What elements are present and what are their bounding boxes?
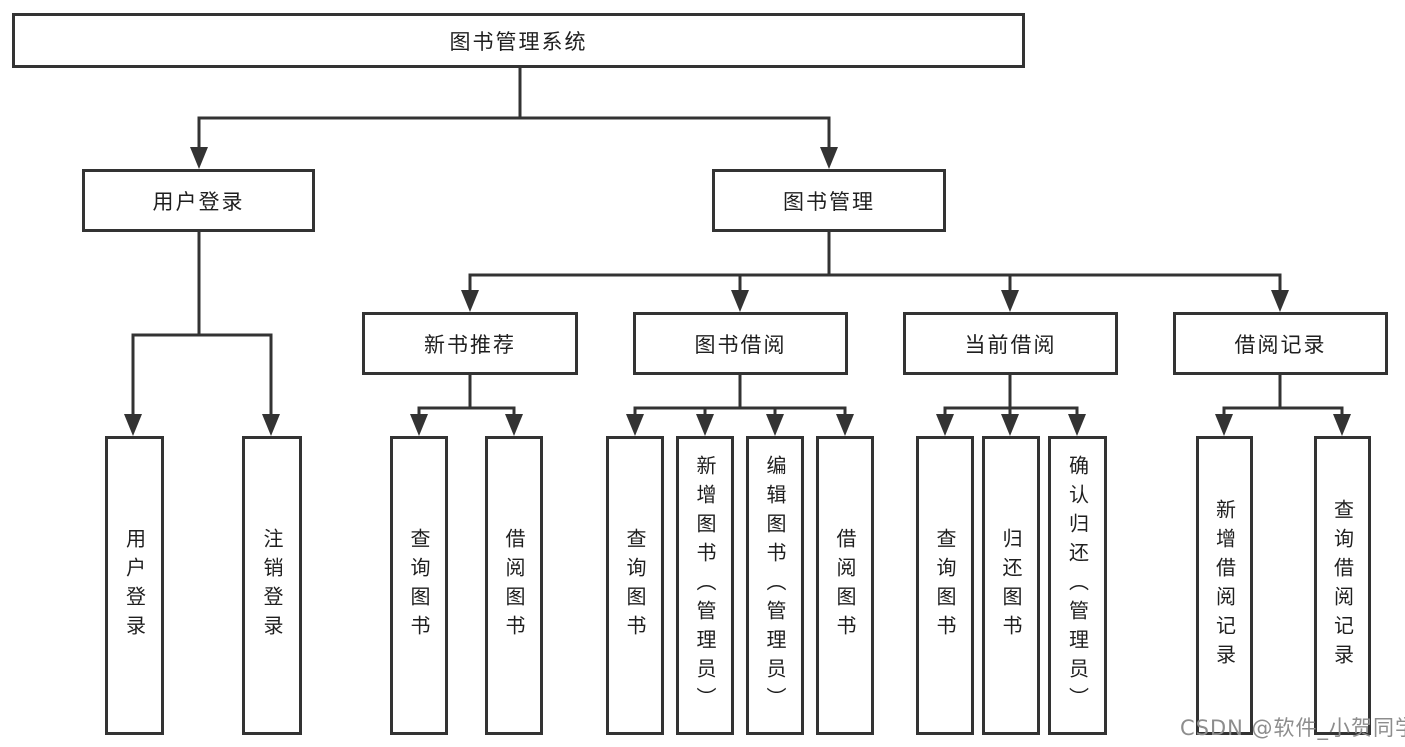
leaf-recommend-borrow-books-label: 借阅图书 [502, 527, 526, 644]
leaf-borrowing-borrow-books-label: 借阅图书 [833, 527, 857, 644]
leaf-recommend-borrow-books: 借阅图书 [485, 436, 543, 735]
leaf-logout-label: 注销登录 [260, 527, 284, 644]
node-current-borrowing: 当前借阅 [903, 312, 1118, 375]
node-new-book-recommend-label: 新书推荐 [424, 332, 516, 357]
node-user-login: 用户登录 [82, 169, 315, 232]
leaf-recommend-query-books-label: 查询图书 [407, 527, 431, 644]
leaf-records-query-record: 查询借阅记录 [1314, 436, 1371, 735]
node-new-book-recommend: 新书推荐 [362, 312, 578, 375]
csdn-watermark: CSDN @软件_小贺同学 [1180, 716, 1405, 740]
leaf-borrowing-query-books-label: 查询图书 [623, 527, 647, 644]
leaf-logout: 注销登录 [242, 436, 302, 735]
leaf-borrowing-borrow-books: 借阅图书 [816, 436, 874, 735]
leaf-borrowing-edit-books-admin: 编辑图书（管理员） [746, 436, 804, 735]
node-book-management: 图书管理 [712, 169, 946, 232]
node-library-system: 图书管理系统 [12, 13, 1025, 68]
leaf-records-add-record: 新增借阅记录 [1196, 436, 1253, 735]
node-user-login-label: 用户登录 [152, 189, 245, 214]
leaf-user-login: 用户登录 [105, 436, 164, 735]
leaf-current-query-books-label: 查询图书 [933, 527, 957, 644]
leaf-current-query-books: 查询图书 [916, 436, 974, 735]
leaf-current-return-books-label: 归还图书 [999, 527, 1023, 644]
leaf-current-confirm-return-admin-label: 确认归还（管理员） [1065, 455, 1090, 716]
node-book-borrowing-label: 图书借阅 [694, 332, 787, 357]
leaf-user-login-label: 用户登录 [122, 527, 147, 644]
node-borrowing-records: 借阅记录 [1173, 312, 1388, 375]
leaf-borrowing-edit-books-admin-label: 编辑图书（管理员） [763, 455, 787, 716]
leaf-borrowing-query-books: 查询图书 [606, 436, 664, 735]
node-book-borrowing: 图书借阅 [633, 312, 848, 375]
leaf-recommend-query-books: 查询图书 [390, 436, 448, 735]
leaf-records-query-record-label: 查询借阅记录 [1330, 498, 1355, 673]
leaf-borrowing-add-books-admin-label: 新增图书（管理员） [693, 455, 717, 716]
node-book-management-label: 图书管理 [783, 189, 875, 214]
node-borrowing-records-label: 借阅记录 [1234, 332, 1327, 357]
node-library-system-label: 图书管理系统 [449, 29, 588, 54]
leaf-current-confirm-return-admin: 确认归还（管理员） [1048, 436, 1107, 735]
leaf-borrowing-add-books-admin: 新增图书（管理员） [676, 436, 734, 735]
leaf-current-return-books: 归还图书 [982, 436, 1040, 735]
node-current-borrowing-label: 当前借阅 [964, 332, 1057, 357]
leaf-records-add-record-label: 新增借阅记录 [1212, 498, 1237, 673]
